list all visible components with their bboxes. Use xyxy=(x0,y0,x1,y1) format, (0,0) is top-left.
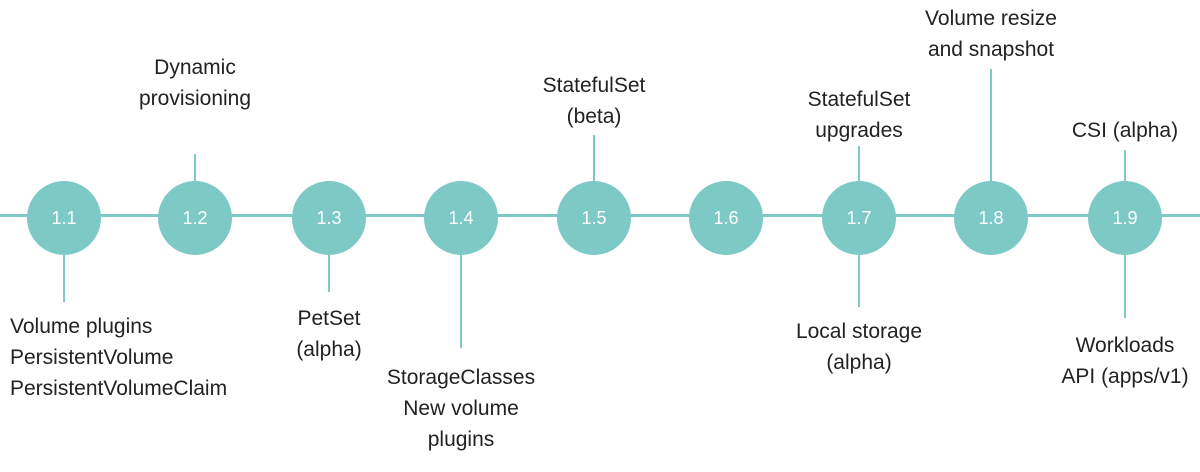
release-node-1.3: 1.3 xyxy=(292,181,366,255)
release-node-1.6: 1.6 xyxy=(689,181,763,255)
feature-label-below-1.1: Volume plugins PersistentVolume Persiste… xyxy=(10,315,228,400)
connector-above-1.7 xyxy=(858,146,860,182)
feature-label-below-1.9: Workloads API (apps/v1) xyxy=(1061,334,1189,388)
feature-label-above-1.7: StatefulSet upgrades xyxy=(807,88,911,142)
release-node-1.2: 1.2 xyxy=(158,181,232,255)
connector-below-1.7 xyxy=(858,255,860,307)
release-node-1.4: 1.4 xyxy=(424,181,498,255)
connector-above-1.9 xyxy=(1124,150,1126,182)
feature-label-above-1.2: Dynamic provisioning xyxy=(138,56,252,110)
feature-label-below-1.4: StorageClasses New volume plugins xyxy=(386,366,536,451)
feature-label-below-1.3: PetSet (alpha) xyxy=(296,307,362,361)
connector-below-1.1 xyxy=(63,255,65,302)
release-node-1.1: 1.1 xyxy=(27,181,101,255)
connector-above-1.8 xyxy=(990,69,992,182)
release-node-1.5: 1.5 xyxy=(557,181,631,255)
feature-label-below-1.7: Local storage (alpha) xyxy=(795,320,923,374)
feature-label-above-1.9: CSI (alpha) xyxy=(1071,119,1179,142)
connector-above-1.5 xyxy=(593,135,595,182)
release-node-1.7: 1.7 xyxy=(822,181,896,255)
feature-label-above-1.5: StatefulSet (beta) xyxy=(542,74,646,128)
connector-above-1.2 xyxy=(194,154,196,182)
connector-below-1.9 xyxy=(1124,255,1126,318)
connector-below-1.3 xyxy=(328,255,330,292)
release-node-1.8: 1.8 xyxy=(954,181,1028,255)
connector-below-1.4 xyxy=(460,255,462,348)
feature-label-above-1.8: Volume resize and snapshot xyxy=(925,7,1057,61)
release-node-1.9: 1.9 xyxy=(1088,181,1162,255)
